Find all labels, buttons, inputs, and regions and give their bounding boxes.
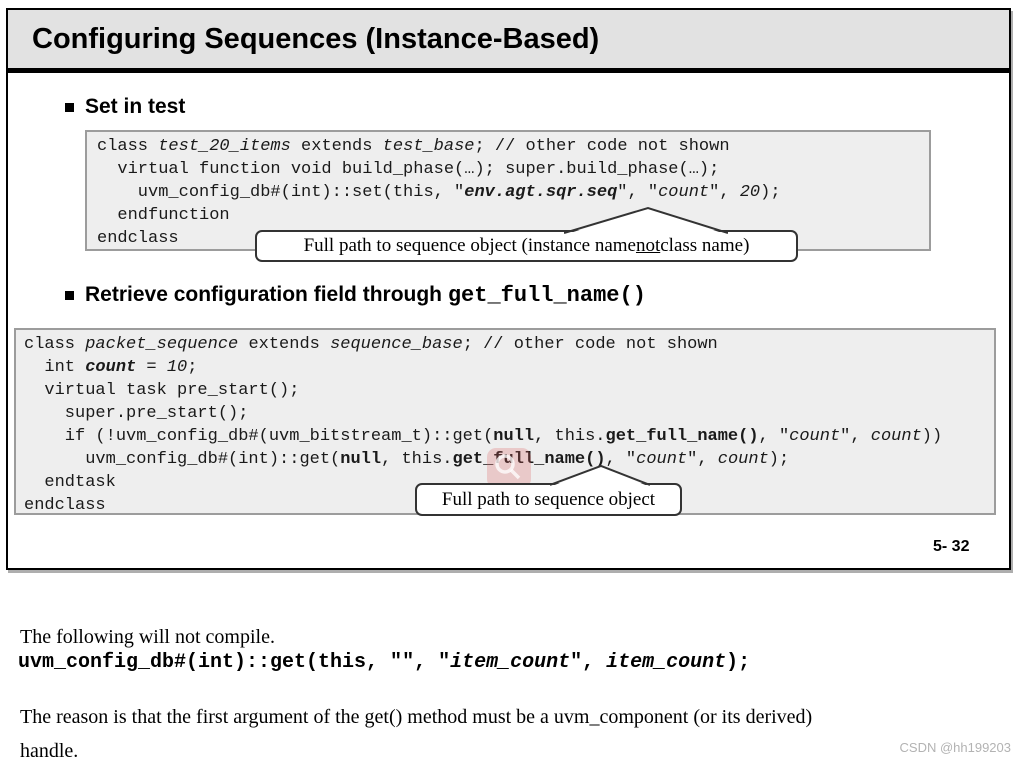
square-bullet-icon <box>65 291 74 300</box>
bullet-retrieve-config-label: Retrieve configuration field through get… <box>85 283 646 308</box>
code-line: endclass <box>24 496 106 515</box>
code-line: super.pre_start(); <box>24 404 249 423</box>
slide-title: Configuring Sequences (Instance-Based) <box>32 22 600 55</box>
bullet-set-in-test: Set in test <box>65 95 185 119</box>
square-bullet-icon <box>65 102 74 112</box>
code-line: endtask <box>24 473 116 492</box>
code-block-get-config: class packet_sequence extends sequence_b… <box>14 328 996 515</box>
callout-pointer-icon <box>564 206 728 235</box>
callout-full-path: Full path to sequence object <box>415 483 682 516</box>
callout-pointer-icon <box>550 464 650 487</box>
magnifier-icon <box>495 454 521 480</box>
callout-instance-name: Full path to sequence object (instance n… <box>255 230 798 262</box>
slide-title-bar: Configuring Sequences (Instance-Based) <box>6 8 1011 73</box>
slide-page-number: 5- 32 <box>933 538 970 555</box>
bullet-retrieve-config: Retrieve configuration field through get… <box>65 283 646 308</box>
slide: Configuring Sequences (Instance-Based) S… <box>6 8 1011 570</box>
note-code-line: uvm_config_db#(int)::get(this, "", "item… <box>18 651 751 674</box>
code-line: if (!uvm_config_db#(uvm_bitstream_t)::ge… <box>24 427 943 446</box>
csdn-watermark-text: CSDN @hh199203 <box>899 740 1011 755</box>
note-explanation-line1: The reason is that the first argument of… <box>20 706 813 728</box>
code-line: class packet_sequence extends sequence_b… <box>24 335 718 354</box>
slide-body: Set in test class test_20_items extends … <box>6 73 1011 570</box>
csdn-logo-watermark <box>487 448 531 488</box>
bullet-set-in-test-label: Set in test <box>85 95 186 118</box>
code-line: endclass <box>97 229 179 248</box>
code-line: int count = 10; <box>24 358 198 377</box>
code-line: uvm_config_db#(int)::get(null, this.get_… <box>24 450 790 469</box>
code-line: endfunction <box>97 206 230 225</box>
code-line: uvm_config_db#(int)::set(this, "env.agt.… <box>97 183 781 202</box>
code-line: virtual task pre_start(); <box>24 381 300 400</box>
note-intro: The following will not compile. <box>20 626 275 648</box>
code-line: virtual function void build_phase(…); su… <box>97 160 720 179</box>
code-line: class test_20_items extends test_base; /… <box>97 137 730 156</box>
note-explanation-line2: handle. <box>20 740 79 762</box>
